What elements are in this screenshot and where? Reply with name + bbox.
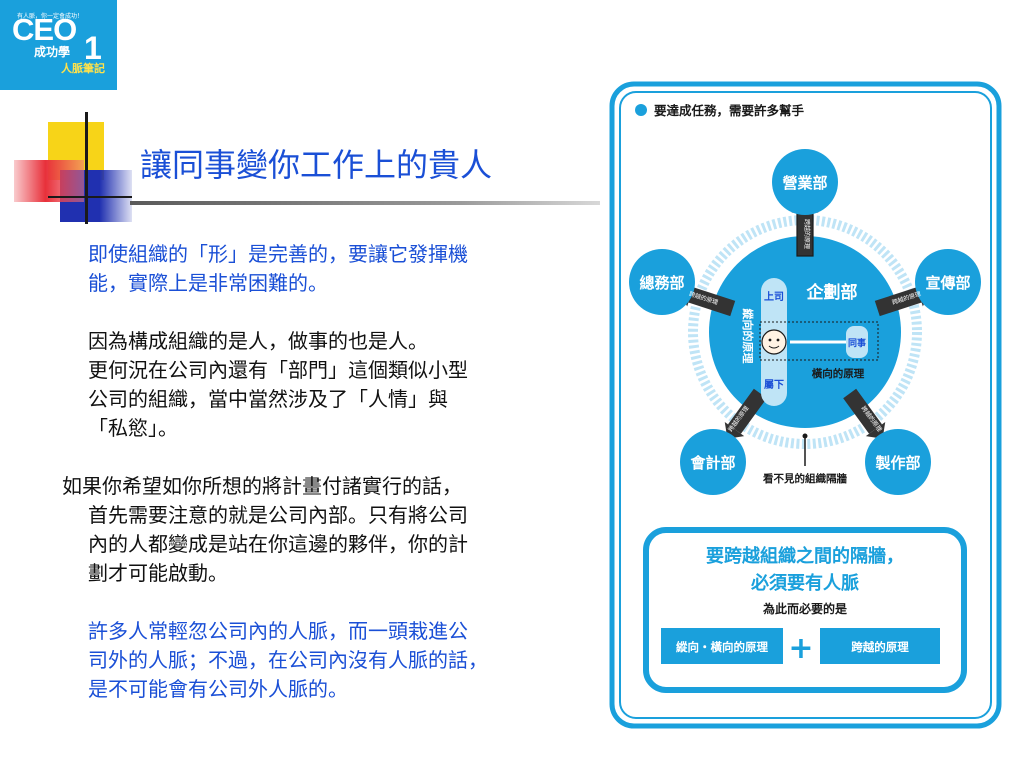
principle-box-right (820, 628, 940, 664)
person-face-icon (761, 329, 787, 355)
arrow-right (874, 287, 922, 317)
logo: 有人脈，你一定會成功！ CEO 1 成功學 人脈筆記 (0, 0, 117, 90)
colleague-pill (846, 326, 868, 358)
face-eye-right (776, 338, 780, 342)
principle-box-left (661, 628, 783, 664)
plus-icon: + (788, 631, 813, 666)
dept-right: 宣傳部 (925, 274, 970, 292)
arrow-label-top: 跨越的原理 (803, 219, 811, 249)
title-rule (130, 201, 600, 205)
horizontal-principle-label: 橫向的原理 (812, 367, 865, 380)
dept-top: 營業部 (782, 174, 827, 192)
logo-number: 1 (84, 30, 102, 66)
dept-bottom-right: 製作部 (874, 454, 920, 472)
p3-line1: 如果你希望如你所想的將計畫付諸實行的話， (62, 474, 462, 498)
wall-pointer-dot (802, 433, 808, 439)
vertical-principle-label: 縱向的原理 (741, 309, 755, 364)
p4-line2: 司外的人脈；不過，在公司內沒有人脈的話， (88, 648, 488, 672)
p1-line2: 能，實際上是非常困難的。 (88, 271, 328, 295)
p2-line2: 更何況在公司內還有「部門」這個類似小型 (88, 358, 468, 382)
subordinate-label: 屬下 (764, 378, 784, 391)
horizontal-dashed-box (759, 321, 879, 361)
logo-line1: 成功學 (34, 45, 71, 59)
paragraph-1: 即使組織的「形」是完善的，要讓它發揮機 能，實際上是非常困難的。 (62, 240, 592, 298)
center-circle (709, 236, 901, 428)
p2-line4: 「私慾」。 (88, 416, 178, 440)
dept-bottom-left: 會計部 (690, 454, 735, 472)
colleague-label: 同事 (848, 337, 866, 349)
boss-label: 上司 (764, 290, 784, 303)
arrow-left (688, 287, 736, 317)
slide-body: 即使組織的「形」是完善的，要讓它發揮機 能，實際上是非常困難的。 因為構成組織的… (62, 240, 592, 704)
p1-line1: 即使組織的「形」是完善的，要讓它發揮機 (88, 242, 468, 266)
p2-line1: 因為構成組織的是人，做事的也是人。 (88, 329, 428, 353)
p3-line3: 內的人都變成是站在你這邊的夥伴，你的計 (88, 532, 468, 556)
diagram-inner-frame (619, 91, 992, 719)
p2-line3: 公司的組織，當中當然涉及了「人情」與 (88, 387, 448, 411)
face-mouth (768, 345, 780, 349)
dept-right-circle (915, 249, 981, 315)
logo-brand: CEO (12, 12, 77, 47)
dept-bottom-left-circle (680, 429, 746, 495)
invisible-wall-label: 看不見的組織隔牆 (763, 472, 847, 485)
paragraph-2: 因為構成組織的是人，做事的也是人。 更何況在公司內還有「部門」這個類似小型 公司… (62, 327, 592, 443)
dept-left-circle (629, 249, 695, 315)
bullet-icon (635, 104, 647, 116)
halo-ring (688, 215, 922, 449)
p4-line3: 是不可能會有公司外人脈的。 (88, 677, 348, 701)
paragraph-3: 如果你希望如你所想的將計畫付諸實行的話， 首先需要注意的就是公司內部。只有將公司… (62, 472, 592, 588)
slide-title: 讓同事變你工作上的貴人 (140, 146, 493, 184)
deco-vertical-line (85, 112, 88, 224)
diagram-header: 要達成任務，需要許多幫手 (654, 103, 805, 118)
paragraph-4: 許多人常輕忽公司內的人脈，而一頭栽進公 司外的人脈；不過，在公司內沒有人脈的話，… (62, 617, 592, 704)
p3-line4: 劃才可能啟動。 (88, 561, 228, 585)
logo-tagline: 有人脈，你一定會成功！ (16, 13, 83, 20)
org-diagram: 要達成任務，需要許多幫手 營業部 總務部 宣傳部 會計部 製作部 企劃部 上司 … (609, 81, 1002, 729)
principle-box-left-label: 縱向・橫向的原理 (676, 640, 768, 654)
p4-line1: 許多人常輕忽公司內的人脈，而一頭栽進公 (88, 619, 468, 643)
summary-title-2: 必須要有人脈 (750, 572, 859, 594)
dept-left: 總務部 (639, 274, 684, 292)
arrow-bottom-left (727, 388, 767, 434)
summary-subtitle: 為此而必要的是 (763, 601, 848, 616)
p3-line2: 首先需要注意的就是公司內部。只有將公司 (88, 503, 468, 527)
arrow-bottom-right (843, 388, 883, 434)
dept-bottom-right-circle (865, 429, 931, 495)
center-dept: 企劃部 (806, 282, 858, 303)
logo-line2: 人脈筆記 (61, 62, 105, 75)
face-eye-left (768, 338, 772, 342)
principle-box-right-label: 跨越的原理 (851, 640, 909, 654)
deco-red-square (14, 160, 84, 202)
summary-title-1: 要跨越組織之間的隔牆， (706, 545, 904, 567)
deco-horizontal-line (48, 196, 132, 198)
dept-top-circle (772, 149, 838, 215)
